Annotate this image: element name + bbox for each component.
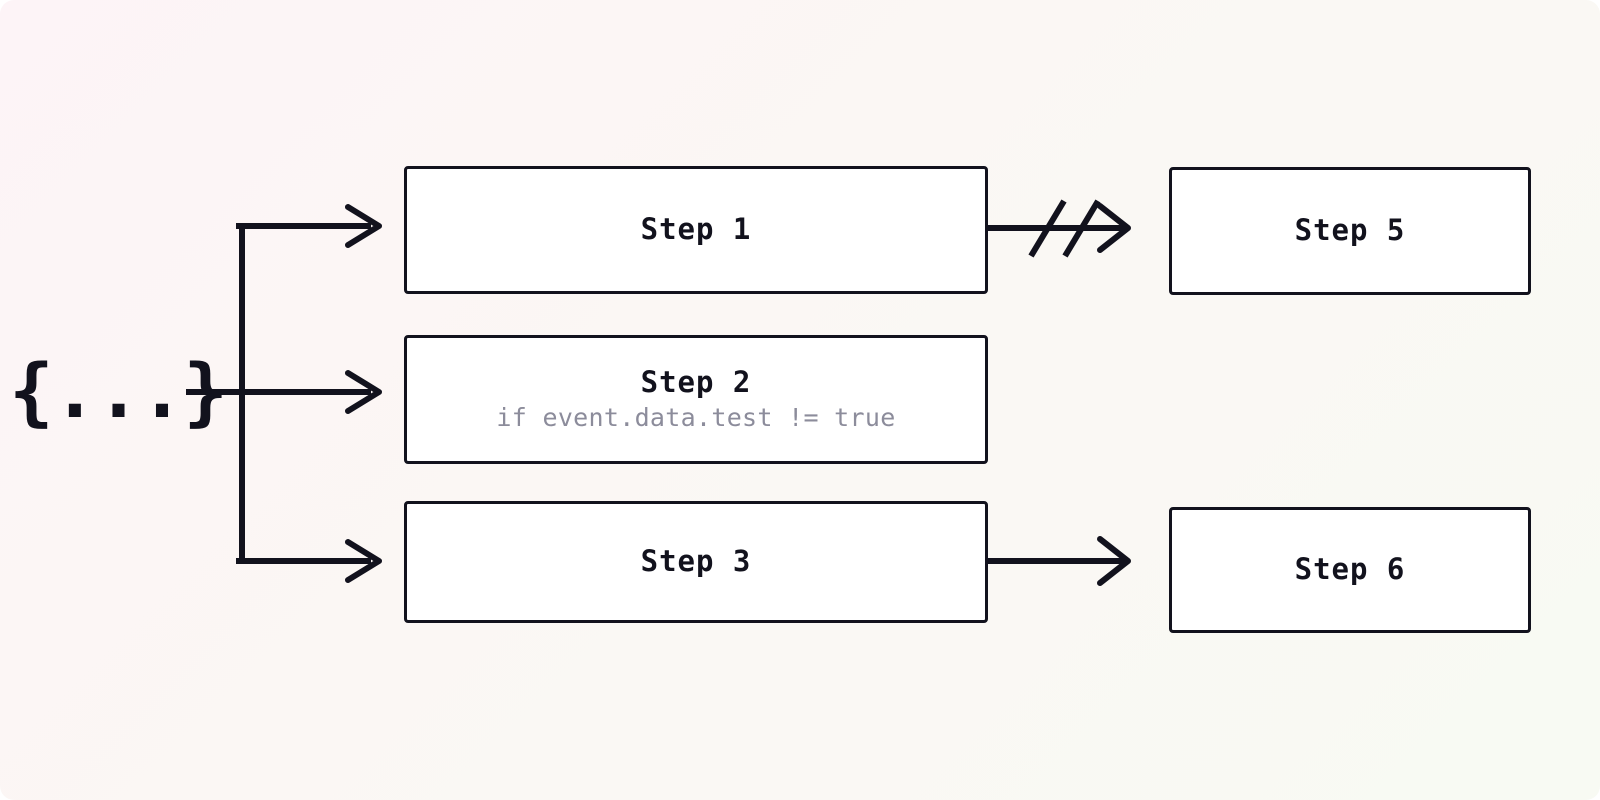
node-step-6[interactable]: Step 6	[1169, 507, 1531, 633]
node-step-2-condition: if event.data.test != true	[496, 403, 896, 433]
node-step-3[interactable]: Step 3	[404, 501, 988, 623]
edge-payload-to-step3-arrowhead	[345, 539, 382, 583]
node-step-5[interactable]: Step 5	[1169, 167, 1531, 295]
node-step-5-label: Step 5	[1294, 213, 1406, 248]
node-step-1[interactable]: Step 1	[404, 166, 988, 294]
node-step-3-label: Step 3	[640, 544, 752, 579]
event-payload-label: {...}	[9, 349, 228, 435]
node-step-1-label: Step 1	[640, 212, 752, 247]
edge-step1-to-step5-slash-1	[1028, 199, 1067, 258]
edge-step1-to-step5-arrowhead	[1097, 203, 1131, 253]
node-step-2-label: Step 2	[640, 364, 752, 399]
edge-payload-to-step1-arrowhead	[345, 204, 382, 248]
edge-payload-to-step2-arrowhead	[345, 370, 382, 414]
node-step-6-label: Step 6	[1294, 552, 1406, 587]
event-payload-glyph: {...}	[9, 338, 228, 446]
edge-step3-to-step6-arrowhead	[1097, 536, 1131, 586]
node-step-2[interactable]: Step 2 if event.data.test != true	[404, 335, 988, 464]
edge-step1-to-step5-slash-2	[1062, 199, 1101, 258]
